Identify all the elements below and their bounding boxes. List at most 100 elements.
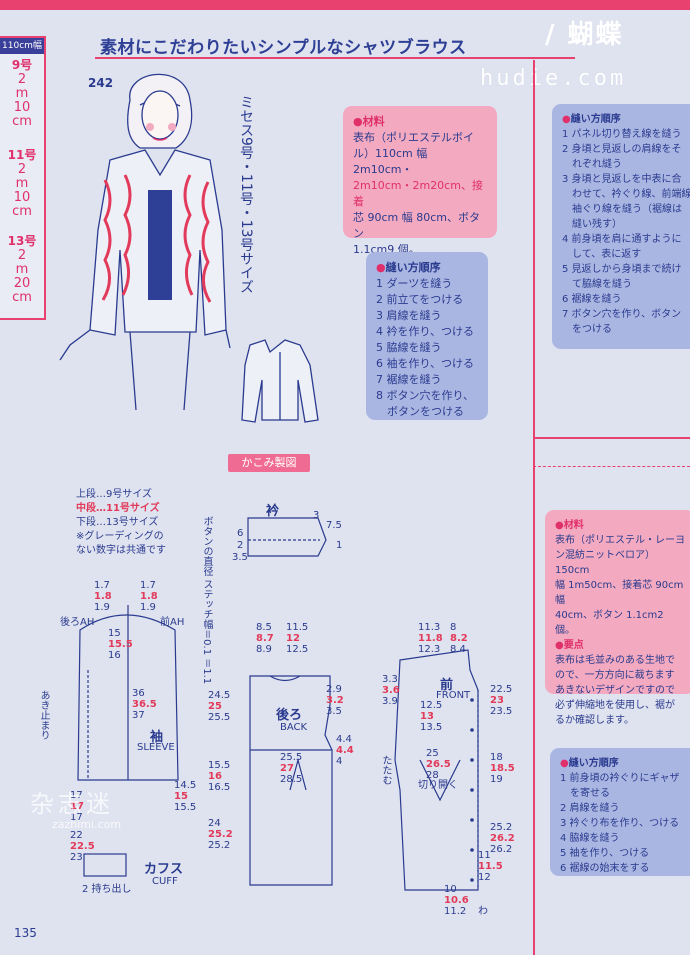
- right-points-heading: ●要点: [555, 640, 584, 651]
- front-ah-label: 前AH: [160, 617, 185, 628]
- right-sewing2-step: 6 裾線の始末をする: [560, 863, 650, 874]
- fabric-width-label: 110cm幅: [0, 38, 44, 54]
- materials-line: 表布（ポリエステルボイ: [353, 131, 474, 144]
- cuff-en-label: CUFF: [152, 876, 178, 887]
- collar-dim: 6: [237, 528, 244, 539]
- cuff-allowance: 2 持ち出し: [82, 884, 132, 895]
- collar-dim: 2: [237, 540, 244, 551]
- right-sewing2-step: 3 衿ぐり布を作り、つける: [560, 818, 680, 829]
- right-materials-box: ●材料 表布（ポリエステル・レーヨ ン混紡ニットベロア）150cm 幅 1m50…: [545, 510, 690, 726]
- right-points-line: るか確認します。: [555, 715, 634, 726]
- sewing-step: 3 肩線を縫う: [376, 309, 442, 322]
- diagram-label: かこみ製図: [228, 454, 310, 472]
- collar-dim: 3: [313, 510, 320, 521]
- sewing-step: 4 衿を作り、つける: [376, 325, 475, 338]
- right-sewing2-heading: ●縫い方順序: [560, 758, 619, 769]
- tuck-label: たたむ: [380, 755, 391, 785]
- right-materials-line: ン混紡ニットベロア）150cm: [555, 550, 655, 576]
- right-points-line: 必ず伸縮地を使用し、裾が: [555, 700, 675, 711]
- right-points-line: ので、一方方向に裁ちます: [555, 670, 675, 681]
- collar-note: ボタンの直径 ステッチ幅＝0.1 ＝1.1: [201, 516, 212, 685]
- legend-line: 中段…11号サイズ: [76, 503, 160, 514]
- sewing-heading: ●縫い方順序: [376, 261, 441, 274]
- right-materials-line: 40cm、ボタン 1.1cm2 個。: [555, 610, 664, 636]
- column-divider: [533, 60, 535, 955]
- right-materials-line: 表布（ポリエステル・レーヨ: [555, 535, 685, 546]
- right-sewing-step: をつける: [562, 324, 612, 335]
- right-sewing-step: 6 裾線を縫う: [562, 294, 622, 305]
- sewing-order-box: ●縫い方順序 1 ダーツを縫う 2 前立てをつける 3 肩線を縫う 4 衿を作り…: [366, 252, 488, 420]
- collar-label: 衿: [266, 504, 280, 519]
- section-divider: [533, 437, 690, 439]
- model-number: 242: [88, 76, 114, 90]
- materials-line: 2m10cm・2m20cm、接着: [353, 179, 483, 208]
- watermark-url: zazhimi.com: [52, 818, 122, 831]
- right-sewing-heading: ●縫い方順序: [562, 114, 621, 125]
- right-sewing2-step: 5 袖を作り、つける: [560, 848, 650, 859]
- sewing-step: 8 ボタン穴を作り、: [376, 389, 475, 402]
- front-label: 前: [440, 678, 454, 693]
- right-sewing-step: 1 パネル切り替え線を縫う: [562, 129, 682, 140]
- back-label: 後ろ: [276, 708, 303, 723]
- sewing-step: 7 裾線を縫う: [376, 373, 442, 386]
- right-materials-heading: ●材料: [555, 520, 584, 531]
- back-en-label: BACK: [280, 722, 308, 733]
- right-sewing-step: 2 身頃と見返しの肩線をそ: [562, 144, 682, 155]
- right-points-line: あきないデザインですので: [555, 685, 675, 696]
- legend-line: 上段…9号サイズ: [76, 489, 153, 500]
- fold-mark: わ: [478, 906, 488, 917]
- sewing-step: 1 ダーツを縫う: [376, 277, 453, 290]
- right-sewing-step: 3 身頃と見返しを中表に合: [562, 174, 682, 185]
- right-sewing-step: 袖ぐり線を縫う（裾線は: [562, 204, 682, 215]
- sewing-step: 6 袖を作り、つける: [376, 357, 475, 370]
- materials-box: ●材料 表布（ポリエステルボイ ル）110cm 幅 2m10cm・ 2m10cm…: [343, 106, 497, 256]
- legend-line: 下段…13号サイズ: [76, 517, 159, 528]
- brand-watermark-top: / 蝴蝶: [545, 20, 624, 50]
- right-sewing-step: 5 見返しから身頃まで続け: [562, 264, 682, 275]
- right-sewing-step: して、表に返す: [562, 249, 642, 260]
- brand-watermark: hudie.com: [480, 66, 627, 91]
- sleeve-en-label: SLEEVE: [137, 742, 175, 753]
- collar-dim: 1: [336, 540, 343, 551]
- legend-line: ない数字は共通です: [76, 545, 166, 556]
- right-sewing-order-box: ●縫い方順序 1 パネル切り替え線を縫う 2 身頃と見返しの肩線をそ れぞれ縫う…: [552, 104, 690, 349]
- right-sewing2-step: 2 肩線を縫う: [560, 803, 620, 814]
- sleeve-label: 袖: [150, 730, 164, 745]
- right-sewing-step: 縫い残す）: [562, 219, 622, 230]
- right-sewing2-step: 1 前身頃の衿ぐりにギャザ: [560, 773, 680, 784]
- materials-line: ル）110cm 幅 2m10cm・: [353, 147, 428, 176]
- right-sewing-step: 4 前身頃を肩に通すように: [562, 234, 682, 245]
- right-sewing-step: わせて、衿ぐり線、前端線: [562, 189, 690, 200]
- collar-dim: 3.5: [232, 552, 248, 563]
- legend-line: ※グレーディングの: [76, 531, 164, 542]
- sewing-step: 2 前立てをつける: [376, 293, 464, 306]
- right-sewing2-step: を寄せる: [560, 788, 610, 799]
- right-sewing-step: 7 ボタン穴を作り、ボタン: [562, 309, 682, 320]
- sewing-step: ボタンをつける: [376, 405, 464, 418]
